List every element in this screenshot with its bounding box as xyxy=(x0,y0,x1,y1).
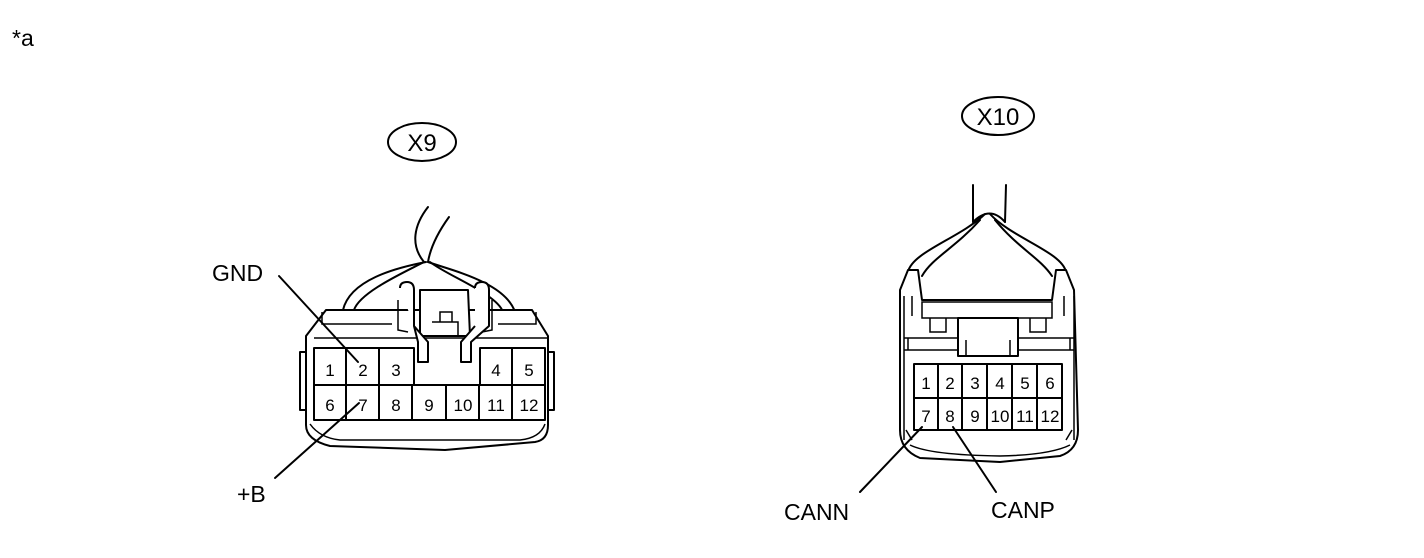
connector-x10: X10 xyxy=(784,96,1079,525)
x9-pin-11: 11 xyxy=(487,396,505,415)
cann-callout-label: CANN xyxy=(784,499,849,525)
connector-x9-tag: X9 xyxy=(407,130,436,157)
connector-x9-housing xyxy=(299,281,555,451)
x10-pin-6: 6 xyxy=(1045,374,1054,393)
x9-pin-1: 1 xyxy=(325,361,334,380)
connector-x10-tag-oval xyxy=(961,96,1035,136)
x9-pin-10: 10 xyxy=(454,396,473,415)
plus-b-leader-line xyxy=(274,402,360,479)
gnd-callout-label: GND xyxy=(212,260,263,286)
x10-pin-2: 2 xyxy=(945,374,954,393)
connector-x9: X9 xyxy=(212,122,555,507)
x9-pin-2: 2 xyxy=(358,361,367,380)
connector-x9-tag-oval xyxy=(387,122,457,162)
x9-pin-4: 4 xyxy=(491,361,500,380)
x10-pin-7: 7 xyxy=(921,407,930,426)
canp-callout-label: CANP xyxy=(991,497,1055,523)
x9-pin-9: 9 xyxy=(424,396,433,415)
x10-pin-8: 8 xyxy=(945,407,954,426)
connector-x9-harness xyxy=(342,206,516,313)
connector-x10-harness xyxy=(907,184,1067,277)
x9-pin-5: 5 xyxy=(524,361,533,380)
x10-pin-4: 4 xyxy=(995,374,1004,393)
plus-b-callout-label: +B xyxy=(237,481,266,507)
connector-x10-housing xyxy=(899,269,1079,463)
x10-pin-5: 5 xyxy=(1020,374,1029,393)
figure-label: *a xyxy=(12,25,34,51)
canp-leader-line xyxy=(952,426,997,493)
gnd-leader-line xyxy=(278,275,359,363)
connector-x10-pins: 1 2 3 4 5 6 7 8 9 10 11 12 xyxy=(913,363,1063,431)
x10-pin-12: 12 xyxy=(1041,407,1060,426)
x10-pin-10: 10 xyxy=(991,407,1010,426)
x9-pin-12: 12 xyxy=(520,396,539,415)
x10-pin-1: 1 xyxy=(921,374,930,393)
connector-x10-callouts: CANN CANP xyxy=(784,426,1055,525)
x9-pin-6: 6 xyxy=(325,396,334,415)
connector-x10-tag: X10 xyxy=(977,104,1020,131)
x9-pin-3: 3 xyxy=(391,361,400,380)
x10-pin-3: 3 xyxy=(970,374,979,393)
x10-pin-11: 11 xyxy=(1016,407,1034,426)
connector-x9-pins: 1 2 3 4 5 6 7 8 9 10 11 12 xyxy=(313,347,546,421)
x10-pin-9: 9 xyxy=(970,407,979,426)
x9-pin-8: 8 xyxy=(391,396,400,415)
x9-pin-7: 7 xyxy=(358,396,367,415)
cann-leader-line xyxy=(859,426,923,493)
connector-x9-callouts: GND +B xyxy=(212,260,360,507)
